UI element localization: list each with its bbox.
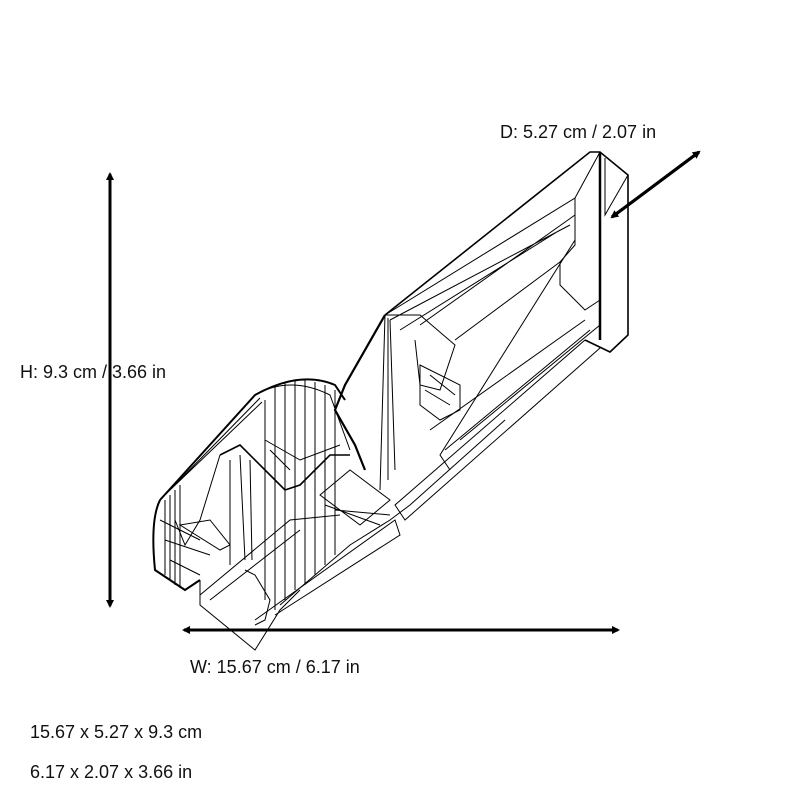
summary-in: 6.17 x 2.07 x 3.66 in: [30, 762, 193, 782]
depth-arrow: [610, 150, 701, 219]
wireframe-model-icon: [152, 151, 629, 651]
summary-cm: 15.67 x 5.27 x 9.3 cm: [30, 722, 203, 742]
height-label: H: 9.3 cm / 3.66 in: [20, 362, 167, 382]
width-label: W: 15.67 cm / 6.17 in: [190, 657, 360, 677]
depth-label: D: 5.27 cm / 2.07 in: [500, 122, 657, 142]
